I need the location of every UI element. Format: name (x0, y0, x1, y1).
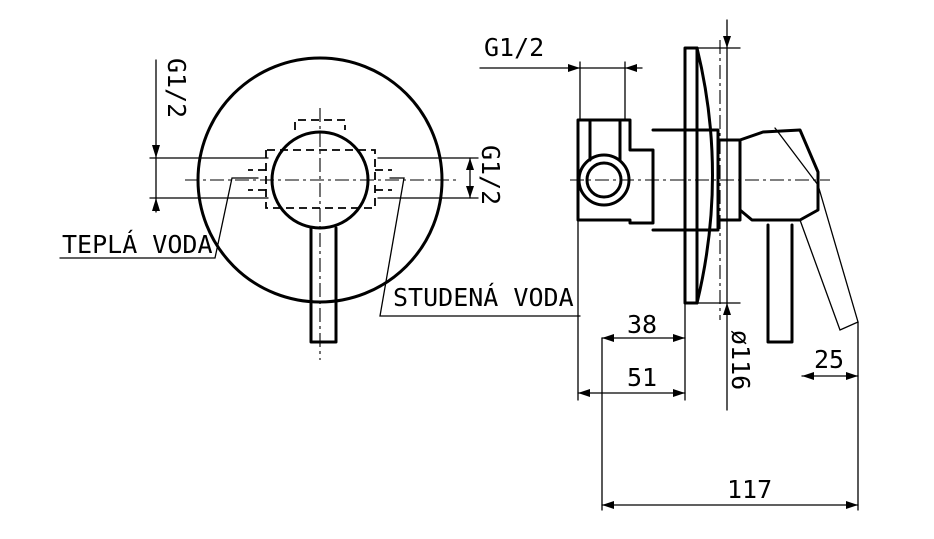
dim-lever-25: 25 (814, 345, 844, 374)
dim-arrowhead (802, 372, 814, 380)
dim-depth-51: 51 (627, 363, 657, 392)
dim-diameter-116: ø116 (726, 330, 755, 390)
warm-water-leader (59, 177, 259, 259)
lever-swing-outline (774, 127, 859, 331)
dim-depth-38: 38 (627, 310, 657, 339)
dim-arrowhead (602, 501, 614, 509)
dim-arrowhead (568, 64, 580, 72)
dim-arrowhead (625, 64, 637, 72)
side-lever (766, 223, 794, 344)
cold-water-leader (379, 177, 581, 317)
cover-plate-side (683, 46, 699, 305)
dim-overall-117: 117 (727, 475, 772, 504)
dim-thread-front-right: G1/2 (476, 145, 505, 205)
dim-thread-side-top: G1/2 (484, 33, 544, 62)
dim-arrowhead (152, 198, 160, 211)
dim-arrowhead (466, 186, 474, 198)
cover-plate-dome (695, 46, 714, 305)
inlet-body (576, 118, 655, 225)
lever-handle (309, 226, 338, 344)
dim-arrowhead (578, 389, 590, 397)
side-view: G1/2 38 51 ø116 25 117 (479, 19, 859, 511)
dim-arrowhead (846, 372, 858, 380)
dim-arrowhead (673, 334, 685, 342)
dim-arrowhead (673, 389, 685, 397)
dim-arrowhead (602, 334, 614, 342)
dim-arrowhead (152, 145, 160, 158)
warm-water-label: TEPLÁ VODA (62, 230, 213, 259)
cold-water-label: STUDENÁ VODA (393, 283, 574, 312)
handle-head (738, 128, 820, 222)
dim-arrowhead (723, 303, 731, 315)
dim-arrowhead (466, 158, 474, 170)
front-view: G1/2 G1/2 TEPLÁ VODA STUDENÁ VODA (59, 56, 581, 360)
dim-arrowhead (846, 501, 858, 509)
dim-thread-front-top: G1/2 (162, 58, 191, 118)
dim-arrowhead (723, 36, 731, 48)
